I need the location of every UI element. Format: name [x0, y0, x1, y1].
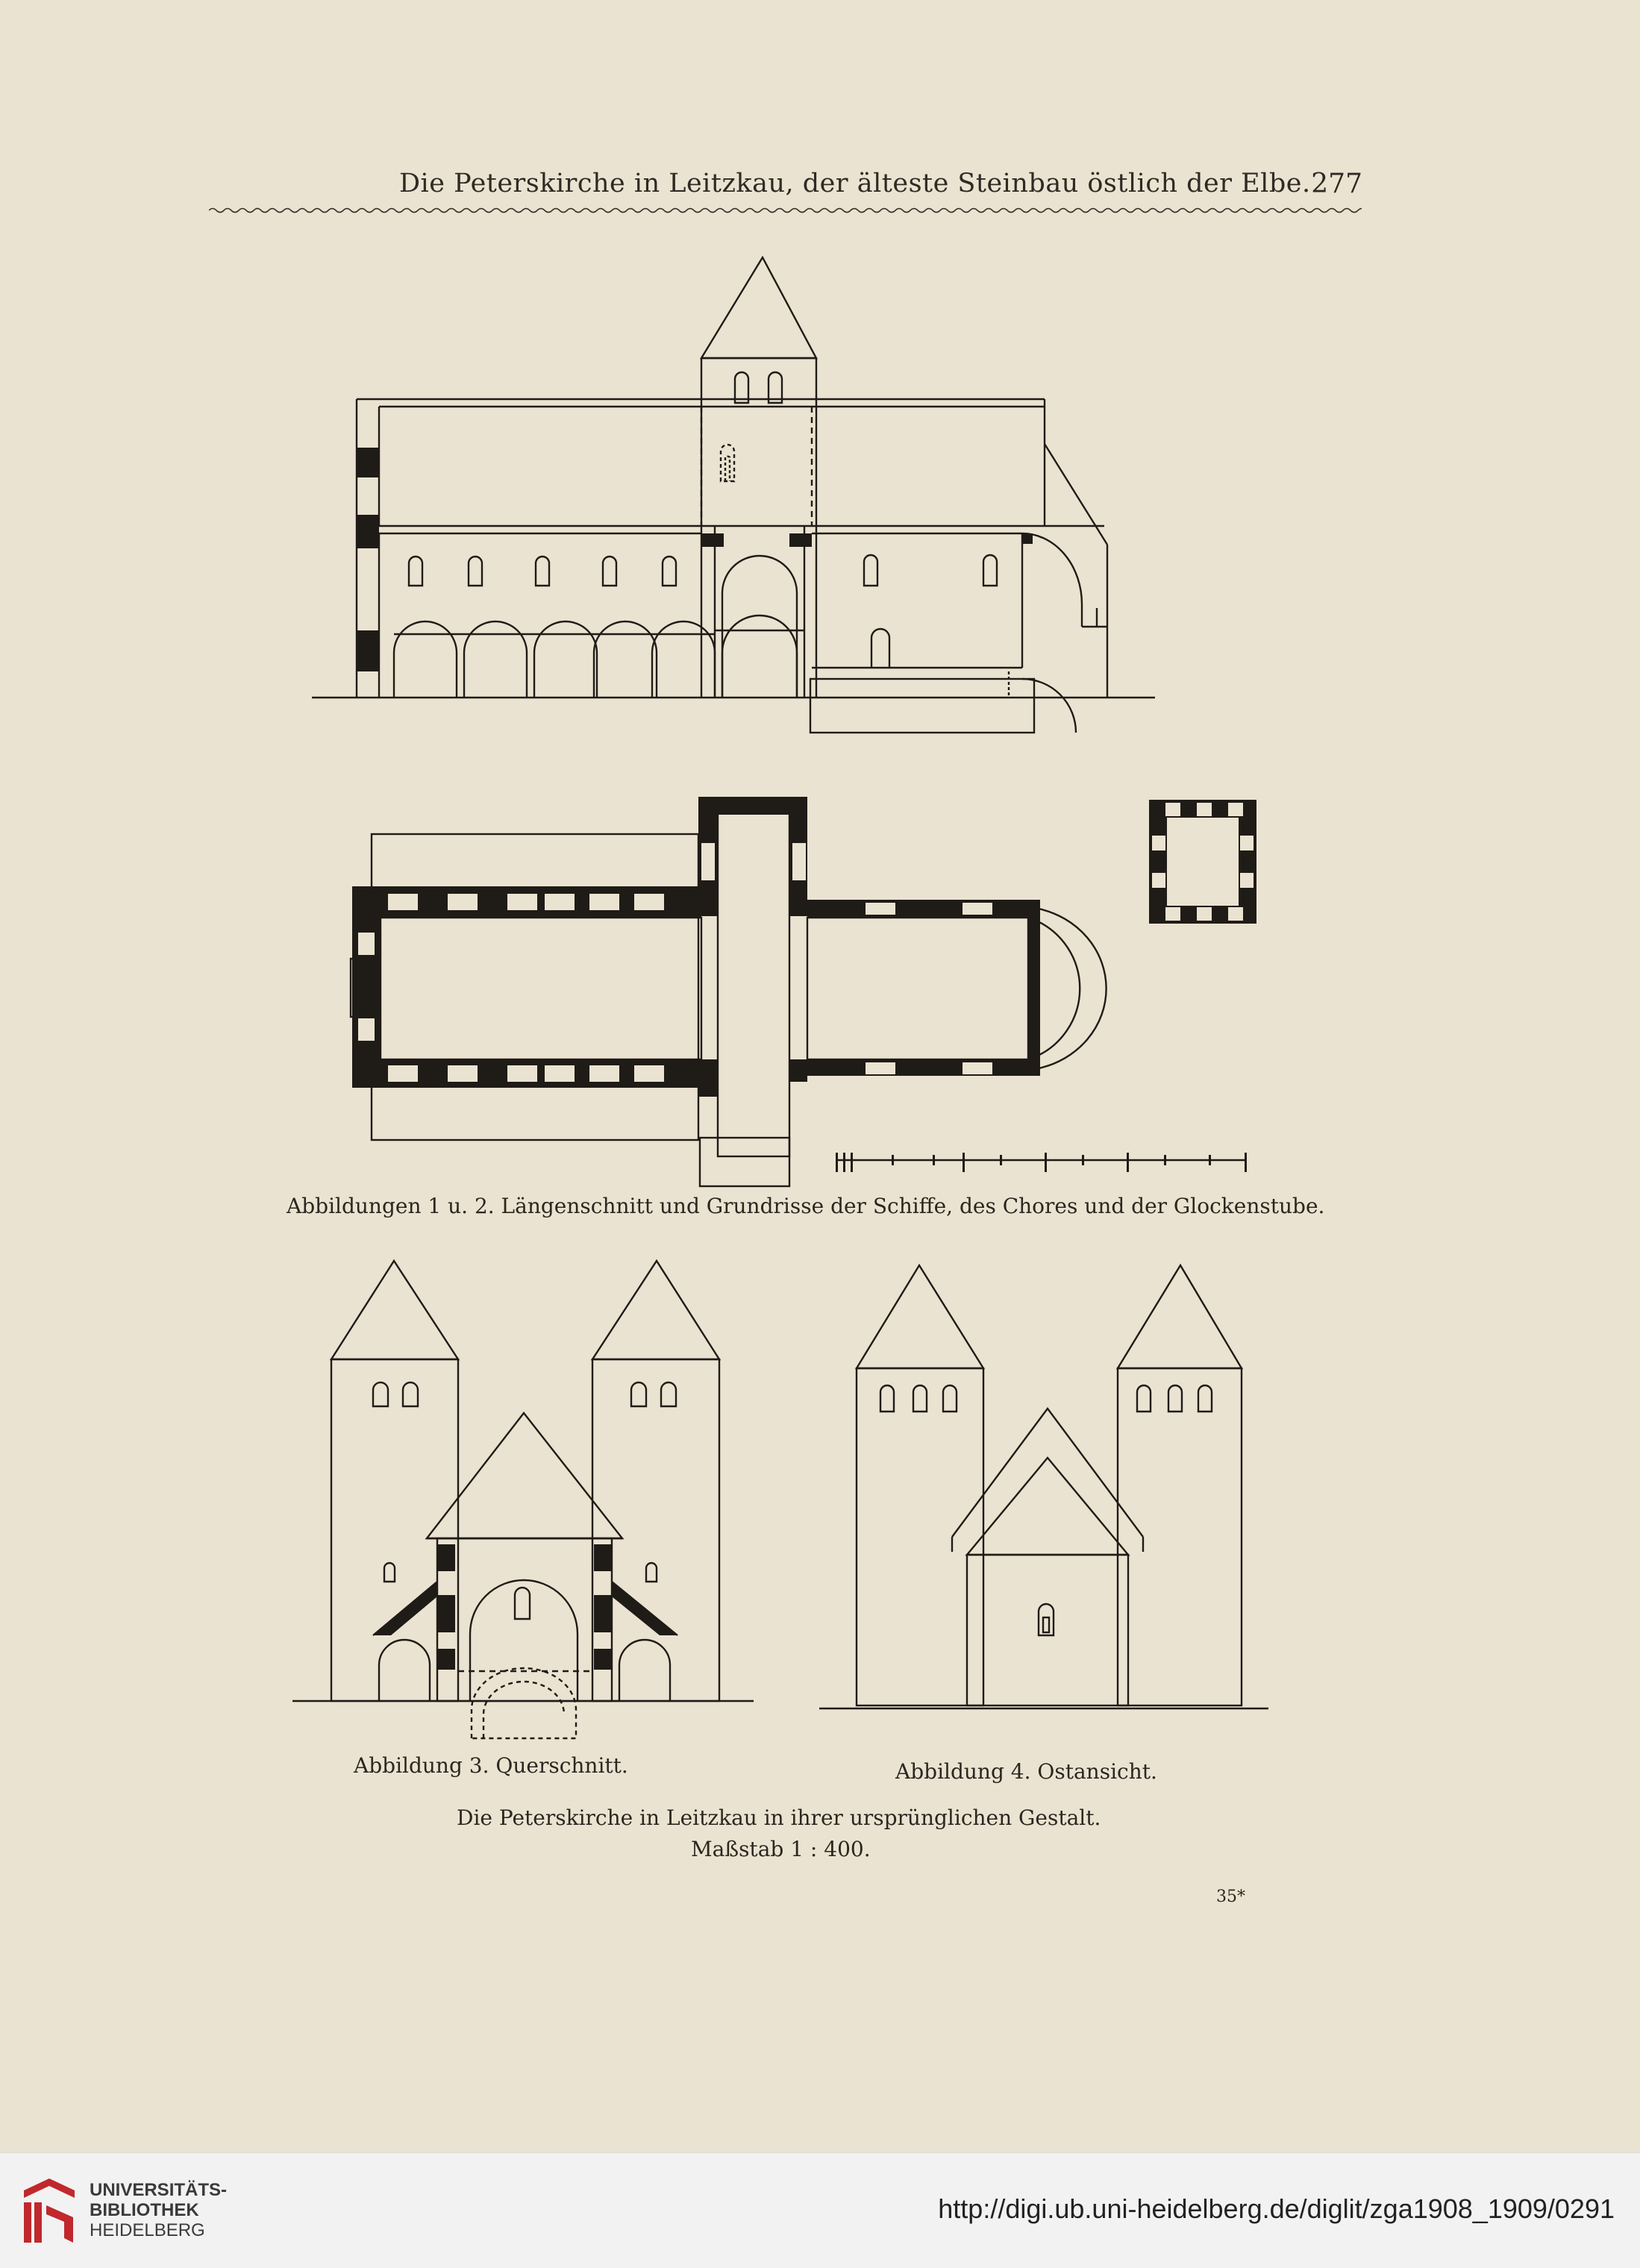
running-header: Die Peterskirche in Leitzkau, der ältest…	[209, 163, 1373, 207]
library-logo-icon	[24, 2178, 75, 2243]
scale-caption: Maßstab 1 : 400.	[691, 1837, 871, 1861]
library-name: UNIVERSITÄTS- BIBLIOTHEK HEIDELBERG	[90, 2180, 227, 2240]
library-name-line1: UNIVERSITÄTS-	[90, 2180, 228, 2200]
figure-1-longitudinal-section	[312, 255, 1155, 734]
library-name-line2: BIBLIOTHEK	[90, 2200, 199, 2220]
figure-2-floor-plan	[349, 797, 1256, 1188]
caption-main: Die Peterskirche in Leitzkau in ihrer ur…	[457, 1805, 1101, 1830]
figure-3-cross-section	[292, 1259, 754, 1740]
source-url-link[interactable]: http://digi.ub.uni-heidelberg.de/diglit/…	[938, 2193, 1615, 2224]
caption-figures-1-2: Abbildungen 1 u. 2. Längenschnitt und Gr…	[287, 1194, 1325, 1218]
library-footer: UNIVERSITÄTS- BIBLIOTHEK HEIDELBERG http…	[0, 2152, 1640, 2268]
signature-mark: 35*	[1216, 1888, 1245, 1906]
header-wavy-rule	[209, 207, 1362, 213]
caption-figure-3: Abbildung 3. Querschnitt.	[354, 1753, 628, 1778]
caption-figure-4: Abbildung 4. Ostansicht.	[895, 1759, 1157, 1784]
library-name-line3: HEIDELBERG	[90, 2220, 205, 2240]
document-page: Die Peterskirche in Leitzkau, der ältest…	[209, 163, 1373, 1906]
figure-4-east-elevation	[819, 1263, 1268, 1710]
header-title: Die Peterskirche in Leitzkau, der ältest…	[399, 169, 1311, 198]
page-number: 277	[1311, 169, 1362, 199]
